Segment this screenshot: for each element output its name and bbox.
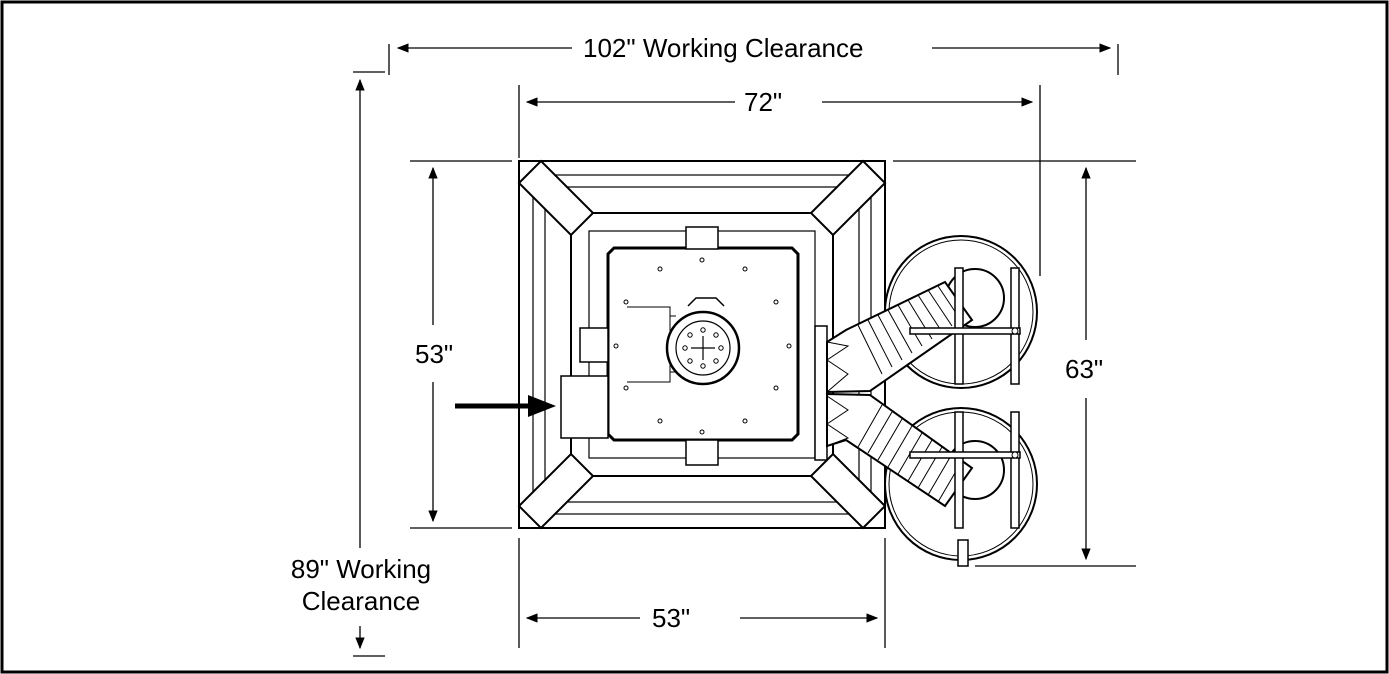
label-53-bottom: 53" [646,603,697,633]
label-89-line1: 89" Working [290,554,432,584]
corner-brace-tr [809,159,887,237]
label-89-line2: Clearance [301,586,421,616]
dimension-lines [353,43,1136,657]
bottom-tab [685,439,719,466]
top-tab [685,226,719,250]
label-63: 63" [1063,354,1106,384]
machine-plate [560,226,800,466]
label-102-working-clearance: 102" Working Clearance [577,33,870,63]
discharge-assembly [814,235,1038,567]
label-89-working-clearance: 89" Working Clearance [276,553,446,617]
corner-brace-bl [517,452,595,530]
input-arrow [455,395,556,417]
left-tab [579,327,609,363]
corner-brace-tl [517,159,595,237]
motor-box [560,375,609,439]
corner-brace-br [809,452,887,530]
discharge-collar [814,325,828,461]
label-53-left: 53" [413,339,456,369]
label-72: 72" [740,87,787,117]
spindle-inner [675,320,731,376]
